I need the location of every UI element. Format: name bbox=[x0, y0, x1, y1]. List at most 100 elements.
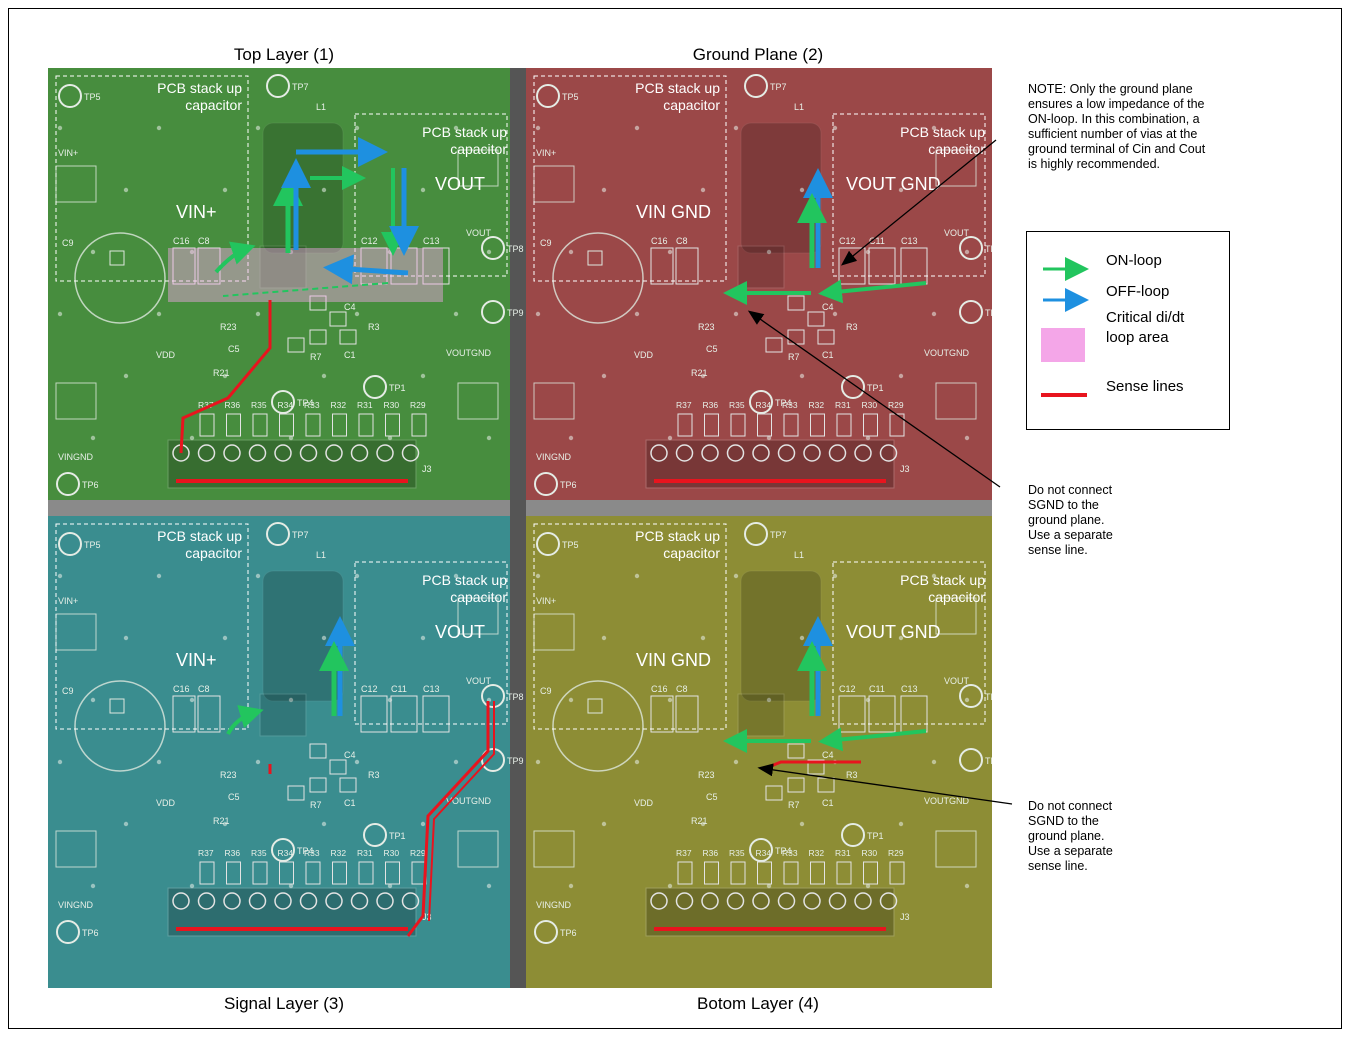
silkscreen-label: VOUTGND bbox=[924, 348, 970, 358]
silkscreen-label: VOUT bbox=[466, 676, 492, 686]
sense-line bbox=[179, 300, 272, 454]
c9-outline bbox=[74, 232, 166, 324]
c9-outline bbox=[74, 680, 166, 772]
silkscreen-label: TP9 bbox=[985, 756, 992, 766]
silkscreen-label: VINGND bbox=[536, 900, 572, 910]
resistor-pad bbox=[836, 861, 852, 885]
silkscreen-label: R23 bbox=[698, 322, 715, 332]
silkscreen-label: C12 bbox=[839, 236, 856, 246]
test-point bbox=[481, 236, 505, 260]
test-point bbox=[481, 300, 505, 324]
silkscreen-label: R37 bbox=[198, 400, 214, 410]
resistor-pad bbox=[305, 861, 321, 885]
connector-pin bbox=[701, 444, 719, 462]
resistor-pad bbox=[810, 861, 825, 885]
silkscreen-label: capacitor bbox=[185, 97, 242, 113]
resistor-pad bbox=[863, 861, 878, 885]
silkscreen-label: L1 bbox=[316, 550, 326, 560]
silkscreen-label: PCB stack up bbox=[422, 124, 507, 140]
silkscreen-label: L1 bbox=[794, 102, 804, 112]
connector-pin bbox=[248, 892, 267, 910]
silkscreen-label: TP5 bbox=[84, 92, 101, 102]
silkscreen-label: C8 bbox=[198, 684, 210, 694]
silkscreen-label: R33 bbox=[304, 848, 320, 858]
passive-pad bbox=[339, 329, 357, 345]
stackup-capacitor-region bbox=[533, 523, 727, 730]
silkscreen-label: VOUT bbox=[435, 174, 485, 194]
connector-pin bbox=[325, 444, 343, 462]
panel-background bbox=[48, 516, 510, 988]
silkscreen-label: C13 bbox=[901, 236, 918, 246]
silkscreen-label: TP6 bbox=[560, 480, 577, 490]
silkscreen-label: TP4 bbox=[775, 846, 792, 856]
silkscreen-label: R21 bbox=[691, 368, 708, 378]
resistor-pad bbox=[889, 861, 905, 885]
sense-line bbox=[406, 701, 490, 937]
silkscreen-label: VDD bbox=[156, 350, 176, 360]
test-point bbox=[959, 684, 983, 708]
silkscreen-label: R23 bbox=[220, 322, 237, 332]
silkscreen-label: C16 bbox=[173, 236, 190, 246]
silkscreen-label: capacitor bbox=[928, 141, 985, 157]
resistor-pad bbox=[704, 861, 719, 885]
silkscreen-label: capacitor bbox=[450, 589, 507, 605]
resistor-pad bbox=[411, 413, 427, 437]
silkscreen-label: R32 bbox=[809, 400, 825, 410]
connector-pin bbox=[223, 892, 241, 910]
connector-pin bbox=[274, 892, 292, 910]
silkscreen-label: R36 bbox=[225, 400, 241, 410]
connector-pin bbox=[401, 444, 420, 462]
resistor-pad bbox=[199, 861, 215, 885]
silkscreen-label: VOUT bbox=[944, 676, 970, 686]
connector-pin bbox=[650, 444, 668, 462]
silkscreen-label: TP9 bbox=[507, 308, 524, 318]
connector-pin bbox=[726, 892, 745, 910]
test-point bbox=[266, 74, 290, 98]
c9-outline bbox=[552, 680, 644, 772]
silkscreen-label: TP4 bbox=[297, 846, 314, 856]
passive-pad bbox=[309, 329, 327, 345]
connector-pin bbox=[172, 892, 190, 910]
silkscreen-label: VIN GND bbox=[636, 650, 711, 670]
silkscreen-label: C9 bbox=[62, 686, 74, 696]
silkscreen-label: PCB stack up bbox=[635, 528, 720, 544]
test-point bbox=[749, 838, 773, 862]
silkscreen-label: capacitor bbox=[663, 545, 720, 561]
silkscreen-label: TP9 bbox=[985, 308, 992, 318]
silkscreen-label: R34 bbox=[756, 848, 772, 858]
capacitor-pad bbox=[360, 695, 388, 733]
resistor-pad bbox=[279, 861, 294, 885]
silkscreen-label: R7 bbox=[310, 352, 322, 362]
connector-pin bbox=[376, 444, 394, 462]
silkscreen-label: L1 bbox=[794, 550, 804, 560]
bottom-layer-title: Botom Layer (4) bbox=[697, 994, 819, 1013]
capacitor-pad bbox=[675, 247, 699, 285]
silkscreen-label: J3 bbox=[422, 912, 432, 922]
resistor-pad bbox=[757, 861, 772, 885]
silkscreen-label: TP6 bbox=[82, 480, 99, 490]
silkscreen-label: VDD bbox=[634, 798, 654, 808]
silkscreen-label: J3 bbox=[900, 912, 910, 922]
silkscreen-label: C16 bbox=[173, 684, 190, 694]
resistor-pad bbox=[385, 861, 400, 885]
connector-pin bbox=[299, 892, 318, 910]
resistor-pad bbox=[385, 413, 400, 437]
test-point bbox=[363, 375, 387, 399]
silkscreen-label: C4 bbox=[822, 750, 834, 760]
silkscreen-label: R29 bbox=[888, 848, 904, 858]
test-point bbox=[744, 522, 768, 546]
silkscreen-label: R35 bbox=[251, 400, 267, 410]
capacitor-pad bbox=[422, 695, 450, 733]
silkscreen-label: TP1 bbox=[389, 831, 406, 841]
ground-layer-panel: TP5TP7TP8TP9TP6TP1TP4C16C8C12C11C13R23C5… bbox=[526, 68, 992, 500]
resistor-pad bbox=[677, 861, 693, 885]
silkscreen-label: R30 bbox=[384, 400, 400, 410]
silkscreen-label: C9 bbox=[540, 686, 552, 696]
connector-pin bbox=[777, 892, 796, 910]
capacitor-pad bbox=[650, 247, 674, 285]
